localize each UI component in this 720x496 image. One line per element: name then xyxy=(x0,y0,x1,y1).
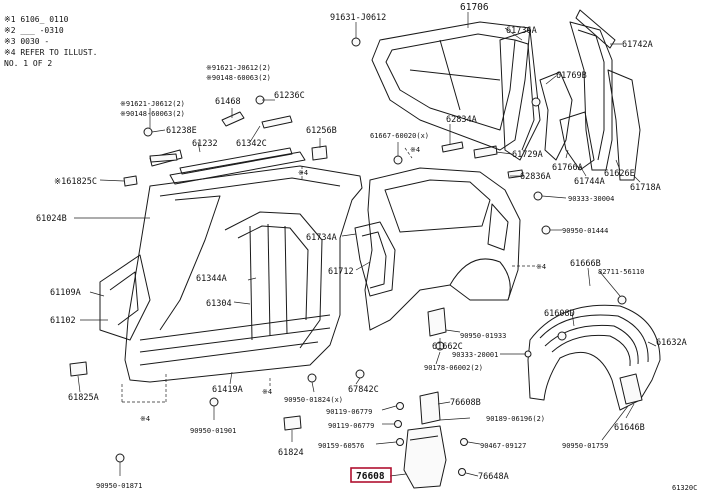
callout-labels: 91631-J0612 61706 61736A 61742A ※91621-J… xyxy=(36,2,697,492)
ref-mark-4: ※4 xyxy=(298,169,308,177)
label-62834a: 62834A xyxy=(446,115,477,125)
label-61608d: 61608D xyxy=(544,309,575,319)
label-61734a: 61734A xyxy=(306,233,337,243)
label-61256b: 61256B xyxy=(306,126,337,136)
label-90148-60063-b: ※90148-60063(2) xyxy=(206,74,271,82)
wheel-house xyxy=(527,295,661,411)
label-90950-01871: 90950-01871 xyxy=(96,482,142,490)
label-90467-09127: 90467-09127 xyxy=(480,442,526,450)
label-61238e: 61238E xyxy=(166,126,197,136)
label-61419a: 61419A xyxy=(212,385,243,395)
label-90159-60576: 90159-60576 xyxy=(318,442,364,450)
label-61729a: 61729A xyxy=(512,150,543,160)
label-91631-j0612: 91631-J0612 xyxy=(330,13,386,23)
note-line: ※2 ___ -0310 xyxy=(4,26,64,35)
label-61667-60020: 61667-60020(x) xyxy=(370,132,429,140)
label-61304: 61304 xyxy=(206,299,232,309)
rear-pillars xyxy=(531,9,641,181)
label-90178-06002: 90178-06002(2) xyxy=(424,364,483,372)
ref-mark-4: ※4 xyxy=(140,415,150,423)
label-61706: 61706 xyxy=(460,2,489,13)
label-61744a: 61744A xyxy=(574,177,605,187)
label-90119-06779-a: 90119-06779 xyxy=(326,408,372,416)
label-90333-20001: 90333-20001 xyxy=(452,351,498,359)
label-61024b: 61024B xyxy=(36,214,67,224)
label-61718a: 61718A xyxy=(630,183,661,193)
label-61825c: ※161825C xyxy=(54,177,97,187)
label-61742a: 61742A xyxy=(622,40,653,50)
label-90950-01901: 90950-01901 xyxy=(190,427,236,435)
label-62836a: 62836A xyxy=(520,172,551,182)
notes-block: ※1 6106_ 0110 ※2 ___ -0310 ※3 0030 - ※4 … xyxy=(4,14,104,69)
label-61646b: 61646B xyxy=(614,423,645,433)
label-61232: 61232 xyxy=(192,139,218,149)
mud-flap xyxy=(394,391,468,489)
body-side-panel xyxy=(99,165,363,383)
label-61666b: 61666B xyxy=(570,259,601,269)
label-61468: 61468 xyxy=(215,97,241,107)
label-90950-01933: 90950-01933 xyxy=(460,332,506,340)
label-61712: 61712 xyxy=(328,267,354,277)
label-61766a: 61766A xyxy=(552,163,583,173)
label-76608: 76608 xyxy=(356,471,385,482)
label-61236c: 61236C xyxy=(274,91,305,101)
label-61109a: 61109A xyxy=(50,288,81,298)
leader-lines xyxy=(74,12,657,477)
ref-mark-4: ※4 xyxy=(536,263,546,271)
quarter-panel xyxy=(354,141,524,337)
label-61102: 61102 xyxy=(50,316,76,326)
label-61344a: 61344A xyxy=(196,274,227,284)
roof-rail xyxy=(123,95,328,187)
ref-mark-4: ※4 xyxy=(262,388,272,396)
label-61824: 61824 xyxy=(278,448,304,458)
note-line: NO. 1 OF 2 xyxy=(4,59,53,68)
window-frame xyxy=(351,21,541,161)
label-90189-06196: 90189-06196(2) xyxy=(486,415,545,423)
label-91621-j0612-a: ※91621-J0612(2) xyxy=(120,100,185,108)
label-61632a: 61632A xyxy=(656,338,687,348)
label-90950-01759: 90950-01759 xyxy=(562,442,608,450)
label-61736a: 61736A xyxy=(506,26,537,36)
label-91621-j0612-b: ※91621-J0612(2) xyxy=(206,64,271,72)
label-90333-30004: 90333-30004 xyxy=(568,195,614,203)
label-90950-01444: 90950-01444 xyxy=(562,227,608,235)
small-parts xyxy=(69,191,551,463)
label-61825a: 61825A xyxy=(68,393,99,403)
note-line: ※3 0030 - xyxy=(4,37,50,46)
label-76608b: 76608B xyxy=(450,398,481,408)
highlight-box-76608 xyxy=(350,467,392,483)
note-line: ※1 6106_ 0110 xyxy=(4,15,69,24)
illustration-code: 61320C xyxy=(672,484,697,492)
label-90148-60063-a: ※90148-60063(2) xyxy=(120,110,185,118)
label-61342c: 61342C xyxy=(236,139,267,149)
label-61662c: 61662C xyxy=(432,342,463,352)
label-90950-01824: 90950-01824(x) xyxy=(284,396,343,404)
label-61626e: 61626E xyxy=(604,169,635,179)
label-61769b: 61769B xyxy=(556,71,587,81)
label-67842c: 67842C xyxy=(348,385,379,395)
note-line: ※4 REFER TO ILLUST. xyxy=(4,48,98,57)
ref-mark-4: ※4 xyxy=(410,146,420,154)
label-82711-56110: 82711-56110 xyxy=(598,268,644,276)
label-90119-06779-b: 90119-06779 xyxy=(328,422,374,430)
label-76648a: 76648A xyxy=(478,472,509,482)
